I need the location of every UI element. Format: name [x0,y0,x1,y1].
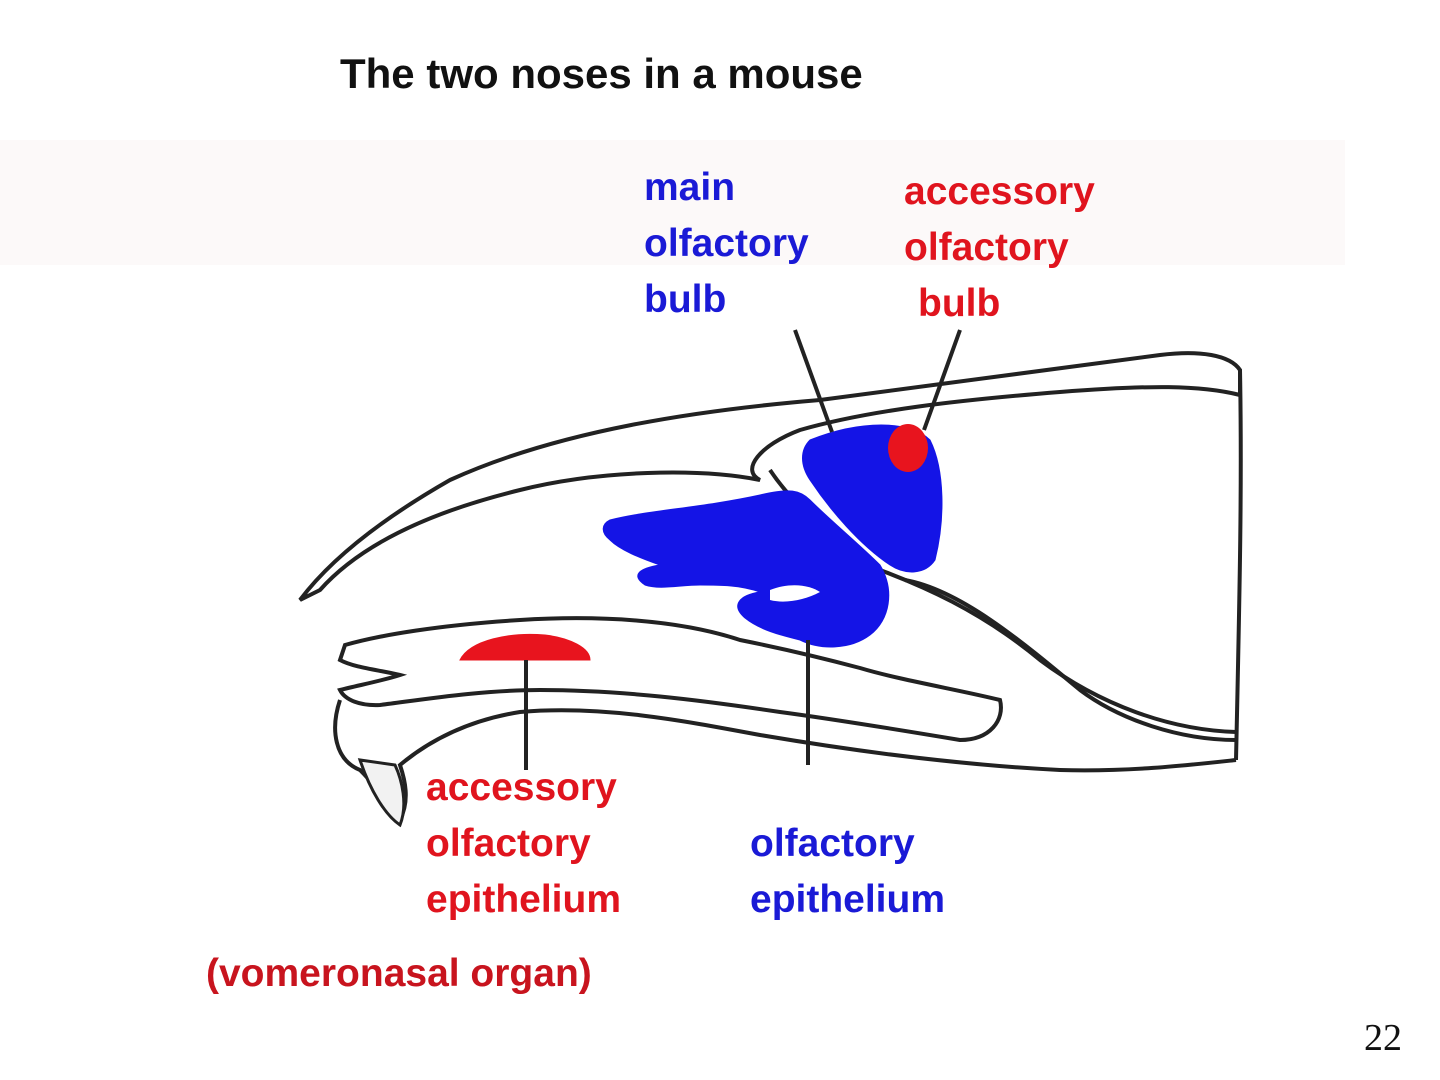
label-line: olfactory [904,226,1069,269]
vomeronasal-organ-region [459,633,591,661]
label-line: olfactory [750,822,915,865]
skull-upper-inner-line [1234,369,1243,761]
olfactory-epithelium-region [602,490,890,648]
label-line: epithelium [426,878,622,921]
accessory-olfactory-bulb-region [888,424,928,472]
leader-main-olfactory-bulb [793,329,834,433]
label-line: main [644,166,736,209]
leader-accessory-olfactory-bulb [922,329,962,431]
label-accessory-olfactory-bulb: accessory olfactory bulb [904,164,1095,332]
snout-outline [337,616,1003,743]
label-line: accessory [426,766,617,809]
incisor [357,758,406,828]
skull-upper-outline [298,351,1242,602]
background-band [0,140,1345,265]
label-line: olfactory [644,222,809,265]
label-line: epithelium [750,878,946,921]
label-line: bulb [644,278,727,321]
label-main-olfactory-bulb: main olfactory bulb [644,160,809,328]
label-vomeronasal-organ: (vomeronasal organ) [206,952,592,995]
label-olfactory-epithelium: olfactory epithelium [750,816,945,928]
turbinate-gap [770,585,820,602]
label-line: olfactory [426,822,591,865]
label-line: accessory [904,170,1095,213]
brain-case-line [904,578,1237,742]
label-line: bulb [918,282,1001,325]
slide-title: The two noses in a mouse [340,50,863,97]
label-accessory-olfactory-epithelium: accessory olfactory epithelium [426,760,621,928]
page-number: 22 [1364,1017,1402,1059]
